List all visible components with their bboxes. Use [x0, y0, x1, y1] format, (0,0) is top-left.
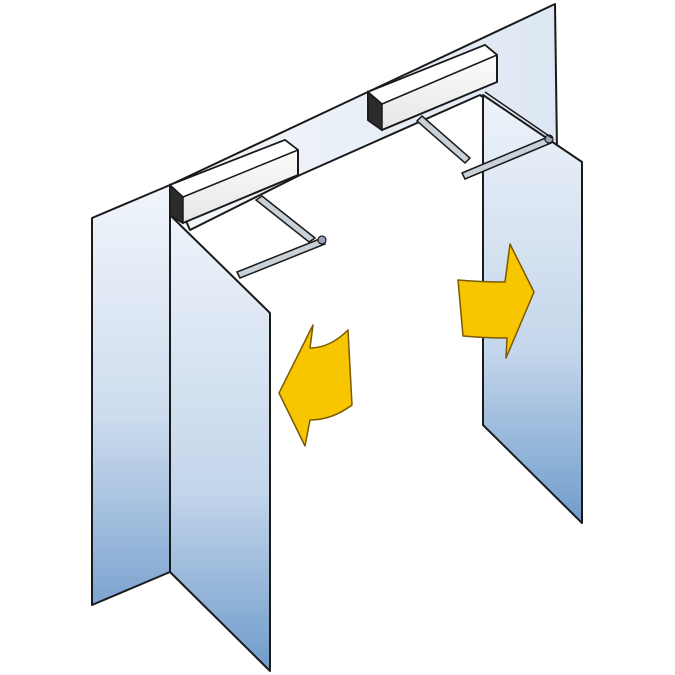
- left-operator: [169, 139, 299, 225]
- arrow-left-icon: [278, 324, 353, 447]
- arrow-right-icon: [457, 243, 535, 359]
- right-operator: [367, 44, 498, 132]
- left-fixed-panel: [91, 184, 171, 606]
- right-operator-arm: [415, 91, 554, 180]
- left-operator-arm: [235, 195, 327, 279]
- left-swing-leaf: [169, 214, 271, 672]
